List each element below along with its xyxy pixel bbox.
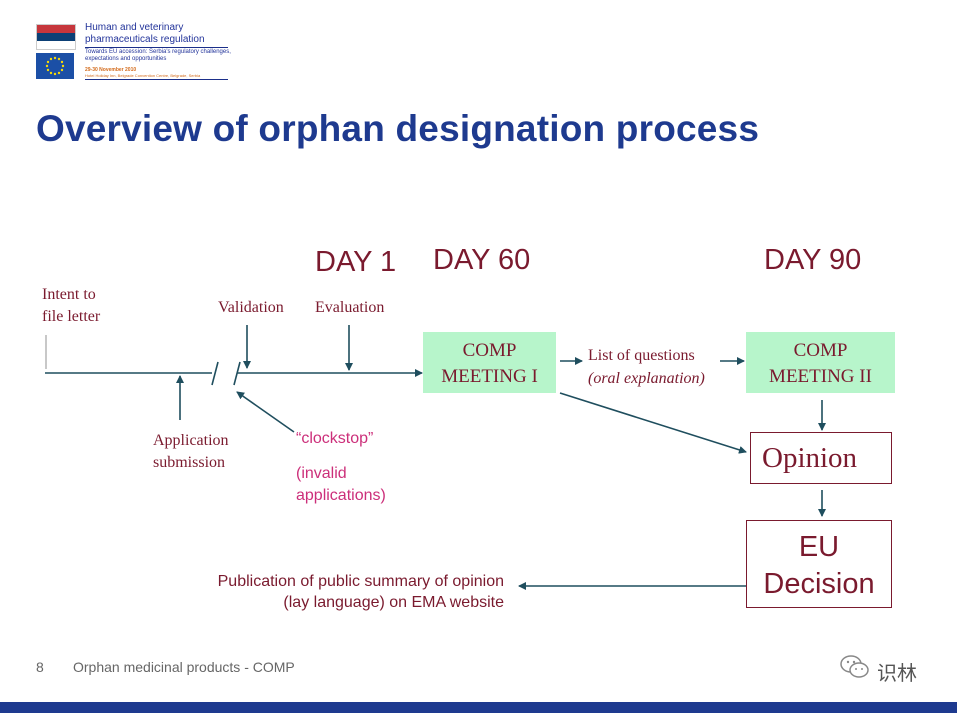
wechat-icon bbox=[840, 654, 870, 680]
evaluation-label: Evaluation bbox=[315, 299, 385, 316]
header-divider bbox=[85, 47, 228, 48]
day-60-label: DAY 60 bbox=[433, 244, 531, 276]
comp-meeting-1-box: COMP MEETING I bbox=[423, 332, 556, 393]
header-subtitle: Towards EU accession: Serbia's regulator… bbox=[85, 49, 231, 62]
loq-line2: (oral explanation) bbox=[588, 370, 705, 387]
comp1-line1: COMP bbox=[462, 340, 517, 361]
eu-line1: EU bbox=[798, 531, 840, 563]
header-title-line1: Human and veterinary bbox=[85, 22, 184, 33]
opinion-box: Opinion bbox=[750, 432, 892, 484]
comp-meeting-2-box: COMP MEETING II bbox=[746, 332, 895, 393]
page-title: Overview of orphan designation process bbox=[36, 108, 760, 149]
eu-flag-logo bbox=[36, 53, 74, 79]
intent-line1: Intent to bbox=[42, 286, 96, 303]
loq-line1: List of questions bbox=[588, 347, 695, 364]
footer-text: Orphan medicinal products - COMP bbox=[73, 659, 295, 675]
list-of-questions-label: List of questions (oral explanation) bbox=[588, 344, 705, 390]
page-number: 8 bbox=[36, 659, 44, 675]
day-90-label: DAY 90 bbox=[764, 244, 862, 276]
header-title-line2: pharmaceuticals regulation bbox=[85, 34, 205, 45]
comp2-line2: MEETING II bbox=[769, 366, 872, 387]
invalid-applications-label: (invalid applications) bbox=[296, 463, 386, 507]
serbia-flag-logo bbox=[36, 24, 76, 50]
application-submission-label: Application submission bbox=[153, 430, 229, 474]
header-venue: Hotel Holiday Inn, Belgrade Convention C… bbox=[85, 73, 201, 78]
clockstop-label: “clockstop” bbox=[296, 430, 374, 447]
watermark-text: 识林 bbox=[877, 661, 917, 685]
comp2-line1: COMP bbox=[793, 340, 848, 361]
day-1-label: DAY 1 bbox=[315, 246, 397, 278]
comp1-line2: MEETING I bbox=[441, 366, 538, 387]
invalid-line1: (invalid bbox=[296, 465, 347, 482]
app-line2: submission bbox=[153, 454, 226, 471]
invalid-line2: applications) bbox=[296, 487, 386, 504]
opinion-text: Opinion bbox=[762, 442, 858, 474]
publication-label: Publication of public summary of opinion… bbox=[140, 571, 504, 613]
bottom-bar bbox=[0, 702, 957, 713]
eu-line2: Decision bbox=[763, 568, 875, 600]
eu-decision-box: EU Decision bbox=[746, 520, 892, 608]
intent-line2: file letter bbox=[42, 308, 101, 325]
header-divider-bottom bbox=[85, 79, 228, 80]
publication-line2: (lay language) on EMA website bbox=[283, 594, 504, 611]
header-date: 29-30 November 2010 bbox=[85, 67, 137, 73]
publication-line1: Publication of public summary of opinion bbox=[217, 573, 504, 590]
app-line1: Application bbox=[153, 432, 229, 449]
validation-label: Validation bbox=[218, 299, 284, 316]
intent-to-file-label: Intent to file letter bbox=[42, 284, 100, 328]
